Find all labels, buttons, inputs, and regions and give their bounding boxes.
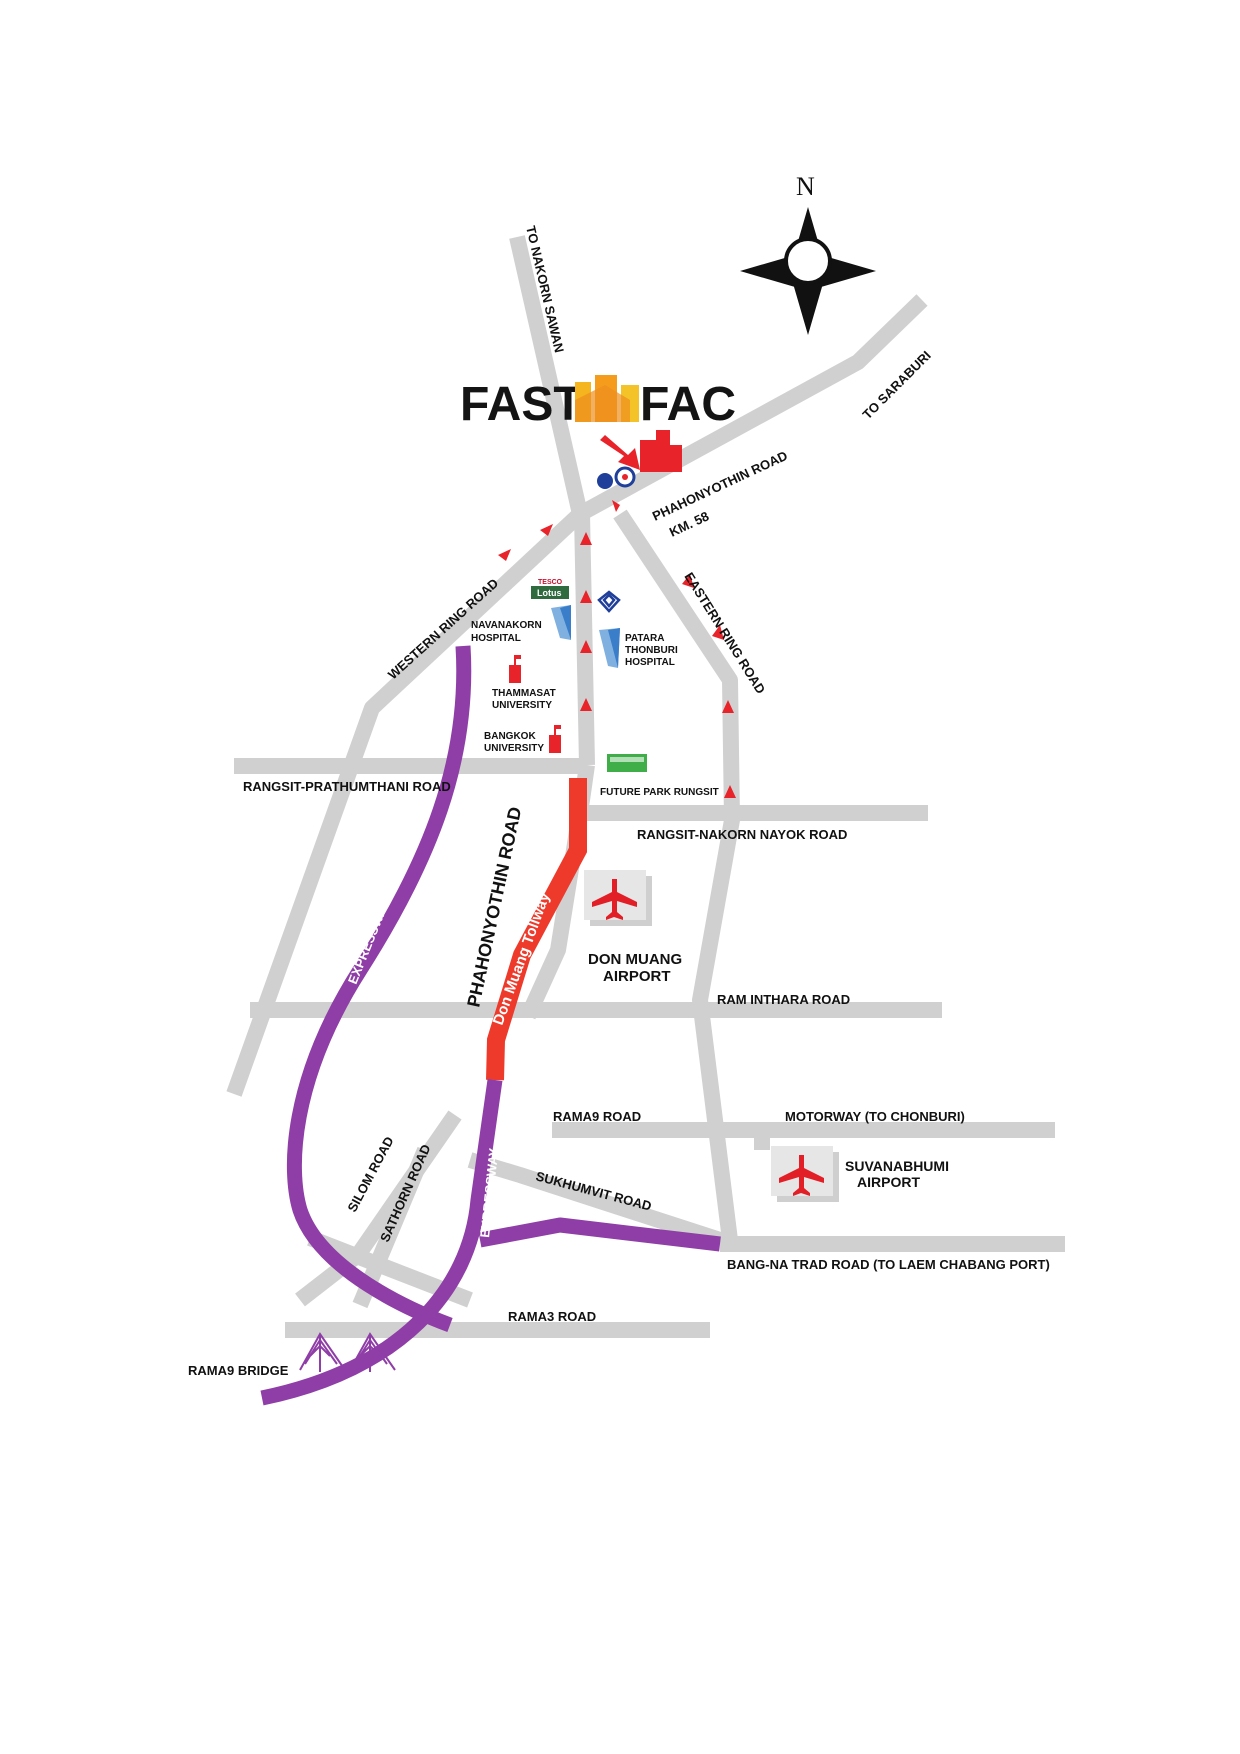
logo-factory-icon <box>575 375 639 422</box>
expressway-center <box>260 1078 503 1406</box>
compass-north-label: N <box>796 172 815 201</box>
label-bangkok-1: BANGKOK <box>484 731 536 742</box>
arrow-icon <box>722 700 734 713</box>
airport-icon-don-muang <box>584 870 652 926</box>
university-icon-bangkok <box>549 725 561 753</box>
label-suvarnabhumi-1: SUVANABHUMI <box>845 1158 949 1174</box>
label-patara-1: PATARA <box>625 633 664 644</box>
tollway-line <box>486 778 587 1081</box>
label-bangna: BANG-NA TRAD ROAD (TO LAEM CHABANG PORT) <box>727 1257 1050 1272</box>
expressway-bangna-link <box>478 1217 721 1252</box>
petrol-station-icon <box>597 473 613 489</box>
label-don-muang-2: AIRPORT <box>603 968 671 985</box>
fastfac-site-marker <box>597 430 682 489</box>
label-navanakorn-1: NAVANAKORN <box>471 620 542 631</box>
bank-logo-icon <box>597 590 621 613</box>
label-rangsit-prathumthani: RANGSIT-PRATHUMTHANI ROAD <box>243 779 451 794</box>
label-rama9-road: RAMA9 ROAD <box>553 1109 641 1124</box>
label-thammasat-2: UNIVERSITY <box>492 700 552 711</box>
hospital-icon-navanakorn <box>551 605 571 640</box>
label-rama9-bridge: RAMA9 BRIDGE <box>188 1363 289 1378</box>
future-park-icon <box>607 754 647 772</box>
label-ram-inthara: RAM INTHARA ROAD <box>717 992 850 1007</box>
label-rama3: RAMA3 ROAD <box>508 1309 596 1324</box>
label-suvarnabhumi-2: AIRPORT <box>857 1174 920 1190</box>
label-motorway: MOTORWAY (TO CHONBURI) <box>785 1109 965 1124</box>
label-thammasat-1: THAMMASAT <box>492 688 556 699</box>
arrow-icon <box>712 625 724 640</box>
don-muang-tollway <box>486 778 587 1081</box>
expressway <box>260 645 721 1406</box>
label-navanakorn-2: HOSPITAL <box>471 633 521 644</box>
road-to-nakorn-sawan <box>509 235 588 516</box>
lotus-label: Lotus <box>537 588 562 598</box>
fastfac-logo: FAST FAC <box>460 375 736 431</box>
arrow-icon <box>498 549 511 561</box>
arrow-icon <box>580 640 592 653</box>
rama9-bridge-icon <box>299 1332 396 1372</box>
university-icon-thammasat <box>509 655 521 683</box>
label-rangsit-nakorn-nayok: RANGSIT-NAKORN NAYOK ROAD <box>637 827 847 842</box>
hospital-icon-patara <box>599 628 620 668</box>
road-phahonyothin-north <box>574 513 595 766</box>
logo-text-left: FAST <box>460 378 583 431</box>
arrow-icon <box>580 532 592 545</box>
road-western-ring <box>226 508 586 1097</box>
arrow-icon <box>724 785 736 798</box>
tesco-label: TESCO <box>538 579 563 586</box>
label-patara-3: HOSPITAL <box>625 657 675 668</box>
tesco-lotus-icon: TESCO Lotus <box>531 579 569 599</box>
arrow-icon <box>612 500 620 512</box>
arrow-icon <box>540 524 553 536</box>
expressway-west <box>286 645 472 1333</box>
airport-icon-suvarnabhumi <box>771 1146 839 1202</box>
label-future-park: FUTURE PARK RUNGSIT <box>600 787 719 798</box>
arrow-icon <box>682 574 694 588</box>
compass-rose-icon: N <box>740 172 876 335</box>
arrow-icon <box>580 590 592 603</box>
arrow-icon <box>580 698 592 711</box>
direction-arrows <box>498 500 736 798</box>
label-bangkok-2: UNIVERSITY <box>484 743 544 754</box>
logo-text-right: FAC <box>640 378 736 431</box>
label-patara-2: THONBURI <box>625 645 678 656</box>
label-don-muang-1: DON MUANG <box>588 951 682 968</box>
